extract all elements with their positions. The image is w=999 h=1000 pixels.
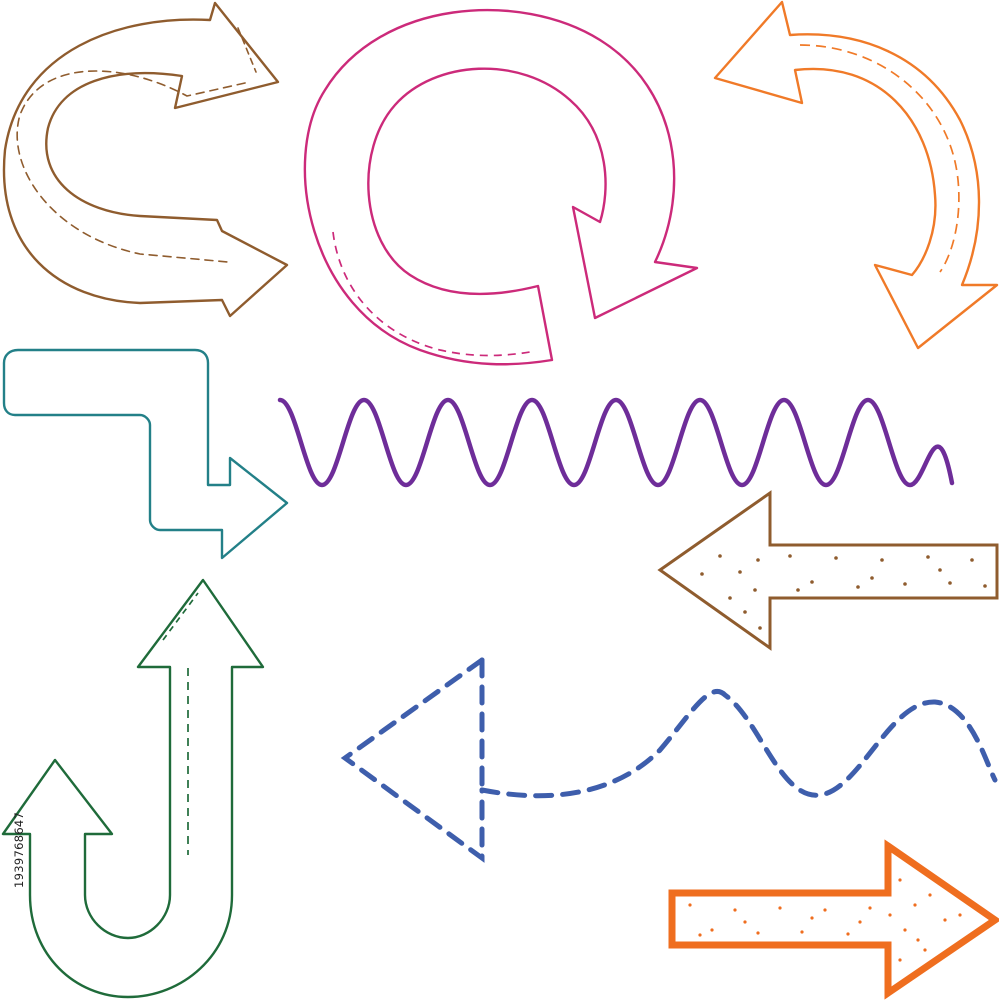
dashed-wavy-left-arrow-icon xyxy=(340,657,998,863)
wavy-line-icon xyxy=(277,397,955,488)
dotted-right-arrow-icon xyxy=(668,839,999,1000)
image-id-label: 1939768647 xyxy=(12,811,26,888)
curved-double-arrow-icon xyxy=(713,0,999,350)
u-turn-double-arrow-icon xyxy=(2,1,289,318)
circular-refresh-arrow-icon xyxy=(303,8,699,366)
j-hook-up-arrow-icon xyxy=(1,578,265,999)
zigzag-right-arrow-icon xyxy=(2,348,289,560)
dotted-left-arrow-icon xyxy=(657,490,999,651)
